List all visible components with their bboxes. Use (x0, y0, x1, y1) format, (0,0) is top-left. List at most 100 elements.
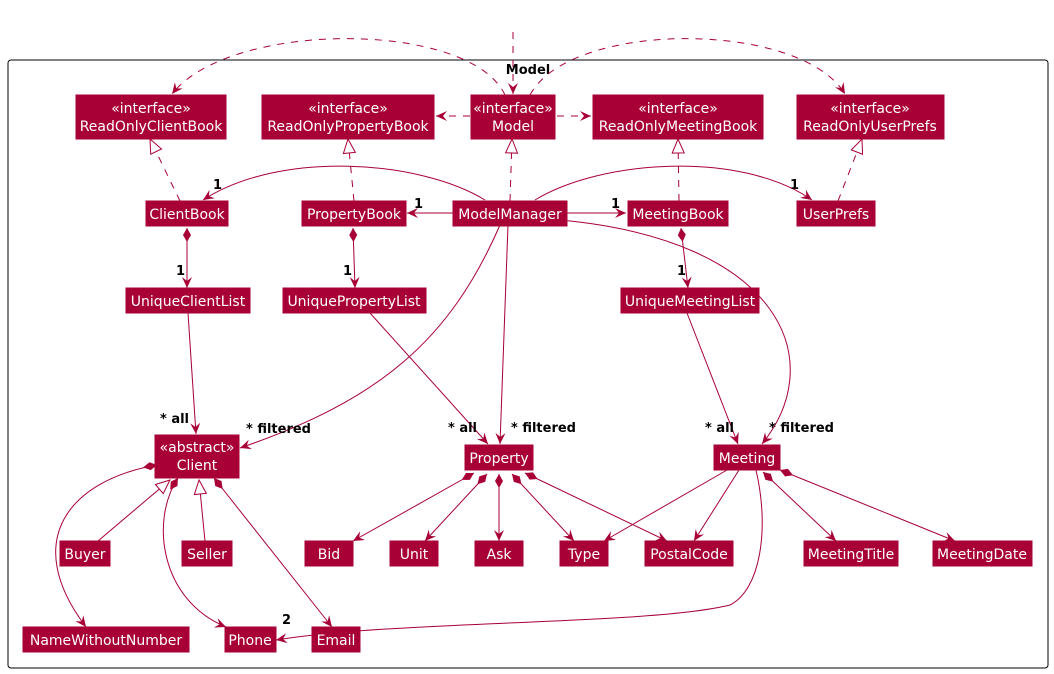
node-name-without-number[interactable]: NameWithoutNumber (22, 626, 190, 653)
edges (55, 32, 956, 644)
node-readonly-meeting-book[interactable]: «interface» ReadOnlyMeetingBook (592, 94, 764, 140)
node-meeting-book[interactable]: MeetingBook (627, 200, 729, 227)
edge-labels: 1 1 1 1 1 1 1 * all * filtered * all * f… (160, 178, 834, 628)
dependency-model-userprefs (529, 38, 846, 96)
class-name: UserPrefs (803, 207, 869, 223)
realization-userprefs (837, 139, 862, 202)
generalization-seller (199, 480, 205, 542)
class-name: Email (317, 633, 356, 649)
generalization-buyer (97, 480, 170, 542)
class-name: NameWithoutNumber (30, 633, 183, 649)
class-name: Ask (487, 547, 513, 563)
stereotype-label: «interface» (830, 101, 910, 117)
class-name: Client (177, 458, 218, 474)
node-client[interactable]: «abstract» Client (154, 434, 240, 479)
class-name: Bid (318, 547, 340, 563)
assoc-uniquepropertylist-property (369, 312, 489, 445)
mult-clientbook: 1 (213, 178, 222, 193)
node-postal-code[interactable]: PostalCode (644, 540, 734, 567)
role-property-all: * all (448, 421, 477, 436)
composition-client-email (213, 477, 333, 628)
class-name: MeetingDate (937, 547, 1027, 563)
node-type[interactable]: Type (559, 540, 609, 567)
node-unique-property-list[interactable]: UniquePropertyList (282, 287, 427, 314)
class-name: ClientBook (149, 207, 225, 223)
role-client-filtered: * filtered (246, 422, 311, 437)
node-bid[interactable]: Bid (304, 540, 354, 567)
assoc-meeting-type (603, 469, 728, 542)
node-unit[interactable]: Unit (389, 540, 439, 567)
node-phone[interactable]: Phone (224, 626, 277, 653)
composition-propertybook-list (349, 227, 360, 289)
node-unique-client-list[interactable]: UniqueClientList (125, 287, 251, 314)
composition-meeting-date (779, 468, 956, 542)
composition-property-unit (424, 473, 488, 542)
realization-propertybook (348, 139, 354, 202)
realization-meetingbook (678, 139, 679, 202)
role-meeting-filtered: * filtered (769, 421, 834, 436)
assoc-modelmanager-meeting-filtered (559, 219, 791, 445)
class-name: MeetingTitle (808, 547, 894, 563)
composition-client-phone (162, 477, 227, 628)
assoc-modelmanager-clientbook (202, 165, 486, 201)
class-name: ReadOnlyMeetingBook (599, 119, 758, 135)
package-title: Model (506, 63, 550, 78)
composition-property-type (511, 473, 575, 542)
node-client-book[interactable]: ClientBook (145, 200, 229, 227)
class-name: Phone (228, 633, 271, 649)
class-name: Property (469, 451, 528, 467)
assoc-meeting-phone (275, 469, 763, 644)
node-property-book[interactable]: PropertyBook (301, 200, 407, 227)
assoc-modelmanager-client-filtered (239, 224, 501, 450)
node-user-prefs[interactable]: UserPrefs (796, 200, 876, 227)
role-meeting-all: * all (705, 421, 734, 436)
stereotype-label: «interface» (638, 101, 718, 117)
stereotype-label: «abstract» (160, 440, 235, 456)
class-name: UniqueClientList (131, 294, 246, 310)
node-property[interactable]: Property (464, 444, 534, 471)
composition-meetingbook-list (677, 227, 692, 289)
class-name: Buyer (64, 547, 105, 563)
dependency-model-clientbook (171, 38, 506, 96)
assoc-meeting-postalcode (693, 469, 740, 542)
class-name: Seller (187, 547, 227, 563)
node-seller[interactable]: Seller (181, 540, 233, 567)
stereotype-label: «interface» (473, 101, 553, 117)
node-readonly-user-prefs[interactable]: «interface» ReadOnlyUserPrefs (796, 94, 945, 140)
node-readonly-client-book[interactable]: «interface» ReadOnlyClientBook (75, 94, 227, 140)
mult-propertybook: 1 (414, 197, 423, 212)
role-property-filtered: * filtered (511, 421, 576, 436)
role-client-all: * all (160, 412, 189, 427)
stereotype-label: «interface» (111, 101, 191, 117)
class-name: PropertyBook (307, 207, 402, 223)
mult-uniquemeetinglist: 1 (677, 264, 686, 279)
assoc-uniqueclientlist-client (187, 312, 201, 435)
node-unique-meeting-list[interactable]: UniqueMeetingList (620, 287, 760, 314)
class-name: MeetingBook (632, 207, 724, 223)
mult-userprefs: 1 (790, 178, 799, 193)
node-readonly-property-book[interactable]: «interface» ReadOnlyPropertyBook (261, 94, 435, 140)
node-model[interactable]: «interface» Model (470, 94, 556, 140)
class-name: ReadOnlyClientBook (80, 119, 224, 135)
assoc-modelmanager-userprefs (534, 165, 813, 201)
node-meeting[interactable]: Meeting (713, 444, 781, 471)
node-meeting-title[interactable]: MeetingTitle (803, 540, 899, 567)
class-name: ModelManager (458, 207, 562, 223)
class-name: ReadOnlyPropertyBook (267, 119, 429, 135)
composition-property-postalcode (524, 472, 668, 542)
package-frame (7, 59, 1049, 669)
composition-client-name (55, 462, 158, 628)
realization-modelmanager (510, 139, 512, 202)
node-email[interactable]: Email (311, 626, 361, 653)
class-name: Type (567, 547, 600, 563)
mult-meetingbook: 1 (611, 197, 620, 212)
class-name: Unit (400, 547, 429, 563)
stereotype-label: «interface» (308, 101, 388, 117)
node-buyer[interactable]: Buyer (59, 540, 111, 567)
node-meeting-date[interactable]: MeetingDate (932, 540, 1033, 567)
node-model-manager[interactable]: ModelManager (452, 200, 568, 227)
node-ask[interactable]: Ask (474, 540, 524, 567)
composition-meeting-title (762, 471, 837, 542)
